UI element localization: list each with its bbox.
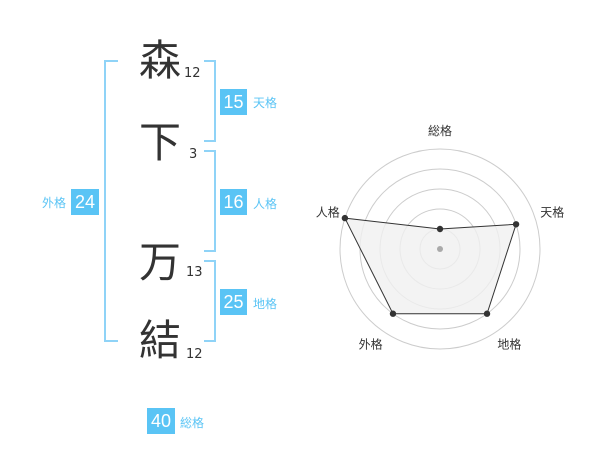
gaikaku-label: 外格 [42,196,67,210]
chikaku-label: 地格 [253,297,278,311]
radar-axis-label-3: 地格 [497,336,521,351]
radar-axis-label-5: 人格 [316,205,340,220]
gaikaku-value: 24 [71,189,99,215]
radar-point-5 [341,214,349,222]
name-char-1: 森 [138,36,181,85]
radar-point-2 [512,221,520,228]
name-char-4-strokes: 12 [186,347,203,362]
tenkaku-label: 天格 [253,96,278,110]
name-char-3: 万 [138,238,181,287]
name-char-2-strokes: 3 [189,147,198,162]
name-char-2: 下 [138,118,181,167]
tenkaku-value: 15 [220,89,247,115]
radar-point-4 [389,310,397,317]
jinkaku-label: 人格 [253,197,278,211]
radar-axis-label-1: 総格 [428,123,452,138]
jinkaku-value: 16 [220,189,247,215]
radar-axis-label-2: 天格 [540,205,564,220]
radar-series-area [344,217,517,315]
radar-point-1 [436,225,444,233]
radar-point-3 [483,310,491,317]
radar-grid-ring [339,148,541,350]
name-char-1-strokes: 12 [184,66,201,81]
radar-axis-label-4: 外格 [359,336,383,351]
jinkaku-bracket [204,150,216,252]
name-char-4: 結 [138,316,181,365]
soukaku-label: 総格 [180,416,205,430]
tenkaku-bracket [204,60,216,142]
soukaku-value: 40 [147,408,175,434]
gaikaku-bracket [104,60,118,342]
chikaku-bracket [204,260,216,342]
name-char-3-strokes: 13 [186,265,203,280]
radar-center-point [437,246,443,252]
chikaku-value: 25 [220,289,247,315]
